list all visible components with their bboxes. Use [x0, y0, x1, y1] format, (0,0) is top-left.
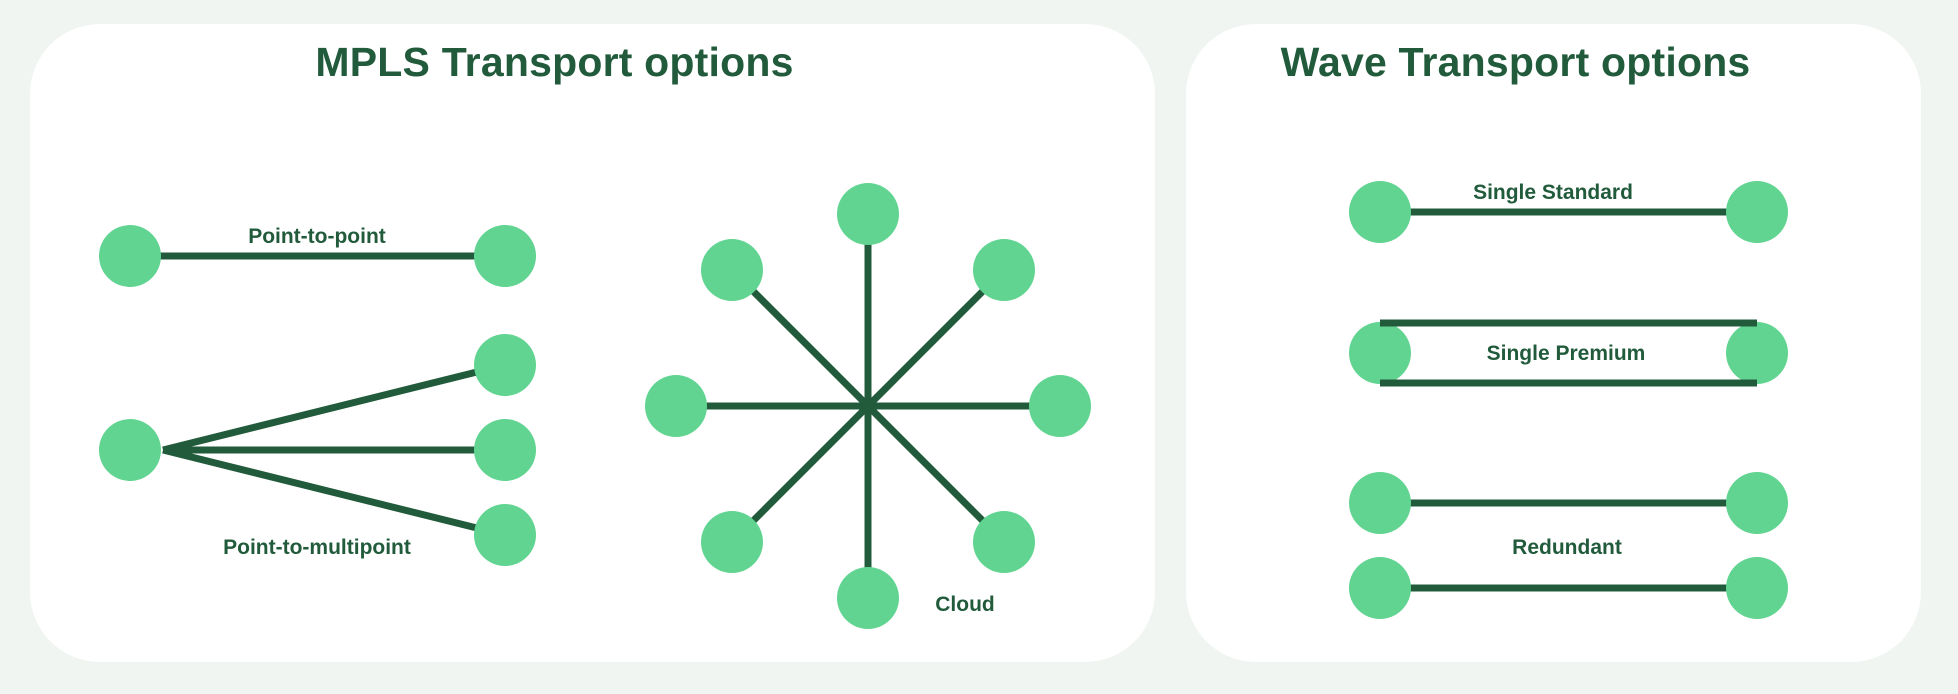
point-to-point-label: Point-to-point: [248, 225, 386, 248]
cloud-diagram: Cloud: [645, 183, 1091, 629]
node-circle: [701, 239, 763, 301]
wave-panel-title: Wave Transport options: [1280, 39, 1751, 85]
spoke-line: [729, 403, 871, 545]
node-circle: [1349, 557, 1411, 619]
node-circle: [973, 239, 1035, 301]
node-circle: [1726, 557, 1788, 619]
node-circle: [1349, 181, 1411, 243]
node-circle: [701, 511, 763, 573]
point-to-point-diagram: Point-to-point: [99, 225, 536, 287]
link-line: [162, 446, 506, 539]
node-circle: [1726, 322, 1788, 384]
node-circle: [1029, 375, 1091, 437]
single-standard-label: Single Standard: [1473, 181, 1633, 204]
link-line: [162, 361, 506, 454]
spoke-line: [865, 267, 1007, 409]
wave-panel: Wave Transport options Single Standard S…: [1186, 24, 1921, 662]
single-standard-diagram: Single Standard: [1349, 181, 1788, 243]
spoke-line: [729, 267, 871, 409]
hub-node-circle: [99, 419, 161, 481]
node-circle: [837, 567, 899, 629]
node-circle: [1349, 472, 1411, 534]
mpls-panel-title: MPLS Transport options: [315, 39, 794, 85]
cloud-label: Cloud: [935, 593, 994, 616]
node-circle: [1349, 322, 1411, 384]
point-to-multipoint-diagram: Point-to-multipoint: [99, 334, 536, 566]
node-circle: [837, 183, 899, 245]
node-circle: [973, 511, 1035, 573]
spoke-line: [865, 403, 1007, 545]
node-circle: [645, 375, 707, 437]
node-circle: [1726, 472, 1788, 534]
mpls-panel: MPLS Transport options Point-to-point Po…: [30, 24, 1155, 662]
node-circle: [474, 419, 536, 481]
mpls-diagram: Point-to-point Point-to-multipoint: [99, 183, 1091, 629]
redundant-label: Redundant: [1512, 536, 1622, 559]
redundant-diagram: Redundant: [1349, 472, 1788, 619]
single-premium-label: Single Premium: [1487, 342, 1646, 365]
node-circle: [1726, 181, 1788, 243]
node-circle: [474, 504, 536, 566]
node-circle: [99, 225, 161, 287]
single-premium-diagram: Single Premium: [1349, 319, 1788, 387]
point-to-multipoint-label: Point-to-multipoint: [223, 536, 411, 559]
node-circle: [474, 334, 536, 396]
wave-diagram: Single Standard Single Premium Redundant: [1349, 181, 1788, 619]
node-circle: [474, 225, 536, 287]
